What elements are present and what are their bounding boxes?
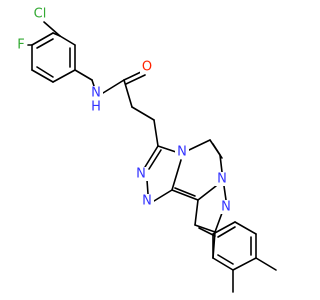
bond-aryl-2 xyxy=(232,257,257,271)
bond-ring-1 xyxy=(59,35,76,46)
bond-pz-5b xyxy=(174,187,196,197)
bond-aryl-4 xyxy=(234,221,257,235)
triazole-nitrogen-b-label: N xyxy=(142,194,152,209)
carbonyl-oxygen-label: O xyxy=(142,60,152,75)
bond-layer xyxy=(27,21,277,293)
n-tri-a-label-bg xyxy=(134,167,148,181)
bond-pyr-1 xyxy=(194,199,199,226)
n-pyrazole-label-bg xyxy=(219,200,233,214)
bond-n-carbonyl xyxy=(102,79,125,94)
n-tri-b-label-bg xyxy=(140,194,154,208)
bond-pyr-2 xyxy=(194,224,216,233)
bond-ch2-n xyxy=(91,79,95,87)
bridgehead-nitrogen-a-label: N xyxy=(177,145,187,160)
bond-ring-6 xyxy=(31,32,54,46)
bond-tri-3 xyxy=(146,179,149,195)
bond-pz-5 xyxy=(171,189,199,201)
molecule-structure: Cl F N H O N N N N N xyxy=(15,6,277,293)
triazole-nitrogen-a-label: N xyxy=(136,167,146,182)
bridgehead-nitrogen-b-label: N xyxy=(217,172,227,187)
bond-chain-1 xyxy=(123,79,133,108)
amide-nitrogen-label: N xyxy=(91,86,101,101)
label-layer: Cl F N H O N N N N N xyxy=(15,6,233,215)
bond-tri-2 xyxy=(144,145,159,168)
fluorine-atom-label: F xyxy=(17,38,24,53)
amide-hydrogen-label: H xyxy=(91,100,101,115)
o-label-bg xyxy=(140,60,154,74)
bond-pz-4 xyxy=(197,185,217,201)
h-amide-label-bg xyxy=(89,100,103,114)
bond-pz-3 xyxy=(219,154,223,173)
f-label-bg xyxy=(15,38,27,52)
bond-pyr-3 xyxy=(214,212,223,233)
bond-ring-4 xyxy=(31,69,54,83)
cl-label-bg xyxy=(30,6,50,20)
bond-pyr-4 xyxy=(223,185,227,201)
bond-pz-1 xyxy=(188,139,211,151)
bond-aryl-1 xyxy=(212,257,234,271)
bond-aryl-inner-a xyxy=(217,254,234,265)
bond-ring-7 xyxy=(52,32,61,37)
bond-methyl-2 xyxy=(255,257,277,271)
n-bridge-b-label-bg xyxy=(215,172,229,186)
bond-ring-inner-b xyxy=(36,38,54,49)
chlorine-atom-label: Cl xyxy=(34,7,47,22)
bond-cl-ring xyxy=(43,21,61,37)
bond-ch2 xyxy=(74,69,93,81)
bond-aryl-inner-c xyxy=(217,226,236,238)
bond-tri-5 xyxy=(171,159,182,191)
bond-chain-2 xyxy=(131,106,155,121)
bond-ring-3 xyxy=(52,69,76,83)
bond-carbonyl-o-b xyxy=(125,74,146,85)
bond-carbonyl-o-a xyxy=(123,70,144,81)
n-bridge-a-label-bg xyxy=(175,145,189,159)
pyrazole-nitrogen-label: N xyxy=(221,200,231,215)
bond-tri-2b xyxy=(148,149,162,170)
bond-tri-1 xyxy=(157,145,177,153)
bond-ring-inner-c xyxy=(36,66,54,78)
bond-chain-3 xyxy=(153,119,159,147)
bond-aryl-5 xyxy=(212,221,236,235)
bond-tri-4 xyxy=(153,189,173,202)
n-amide-label-bg xyxy=(89,86,103,100)
